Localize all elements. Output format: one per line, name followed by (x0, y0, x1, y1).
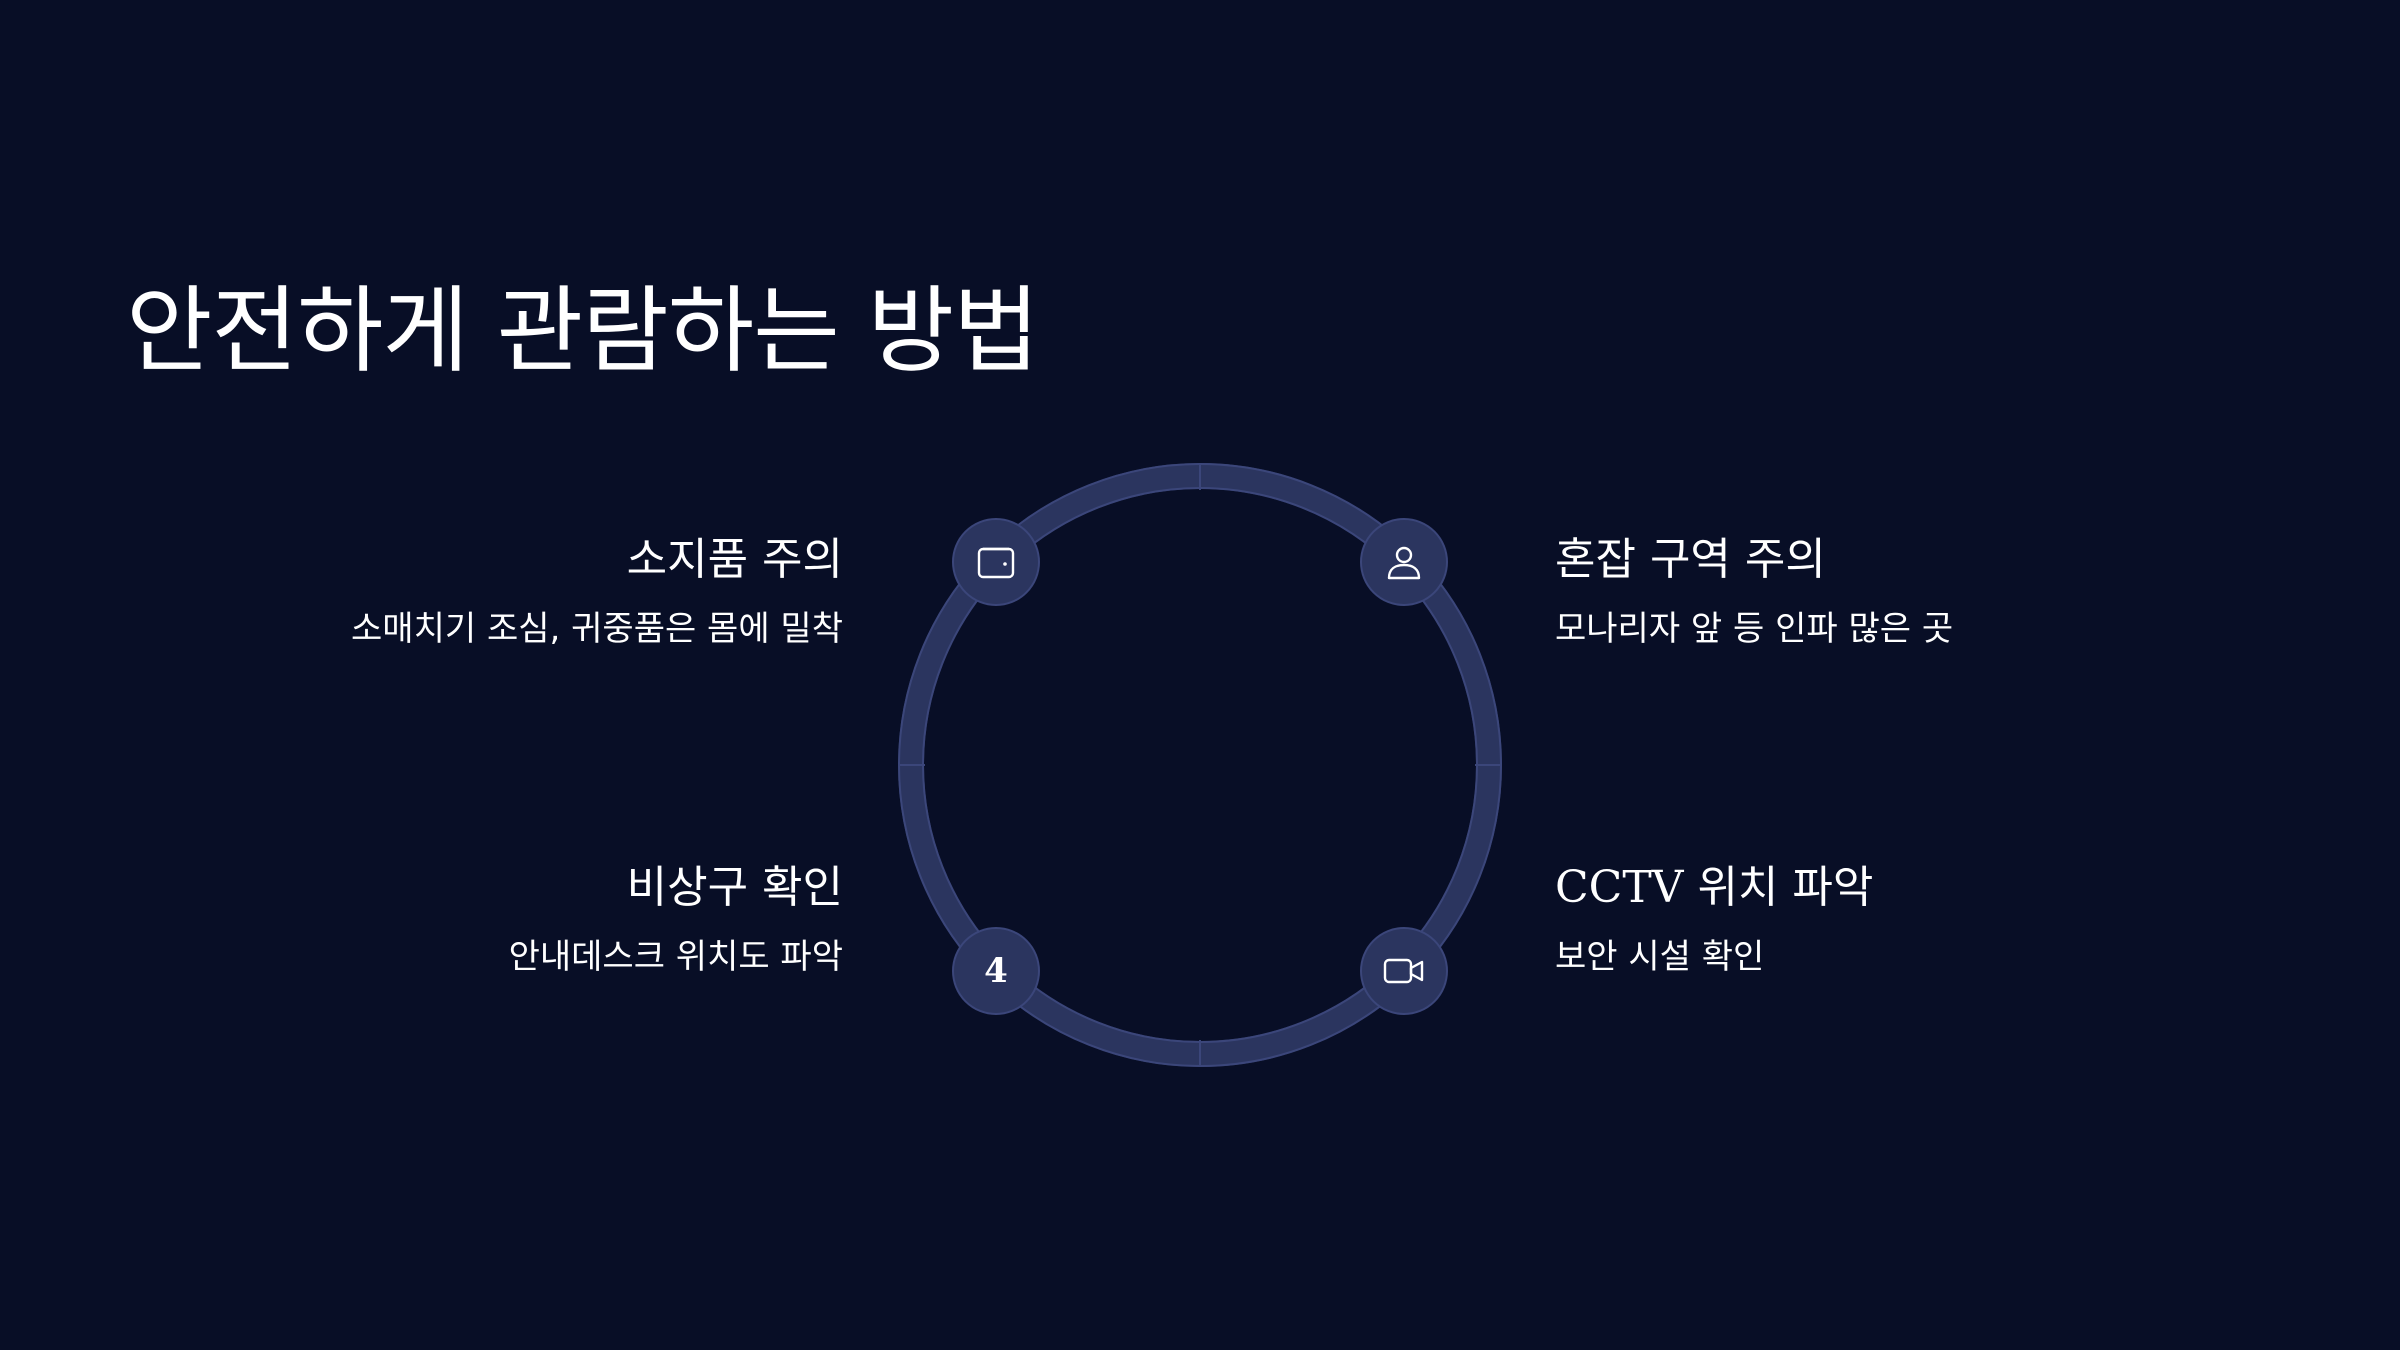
slide-title: 안전하게 관람하는 방법 (126, 277, 1040, 386)
tip-title: 비상구 확인 (626, 862, 843, 913)
tip-description: 소매치기 조심, 귀중품은 몸에 밀착 (351, 608, 843, 649)
tip-emergency-exit: 비상구 확인 안내데스크 위치도 파악 (509, 862, 843, 978)
wallet-icon (952, 518, 1040, 606)
tip-description: 보안 시설 확인 (1555, 936, 1765, 977)
number-four-glyph: 4 (984, 951, 1008, 991)
tip-title: 소지품 주의 (626, 534, 843, 585)
person-icon (1360, 518, 1448, 606)
tip-cctv: CCTV 위치 파악 보안 시설 확인 (1555, 862, 1873, 978)
tip-description: 안내데스크 위치도 파악 (508, 936, 843, 977)
tip-crowded-areas: 혼잡 구역 주의 모나리자 앞 등 인파 많은 곳 (1555, 534, 1953, 650)
tip-description: 모나리자 앞 등 인파 많은 곳 (1555, 608, 1954, 649)
number-four-icon: 4 (952, 927, 1040, 1015)
tip-title: CCTV 위치 파악 (1555, 862, 1874, 913)
tip-belongings: 소지품 주의 소매치기 조심, 귀중품은 몸에 밀착 (351, 534, 843, 650)
video-camera-icon (1360, 927, 1448, 1015)
tip-title: 혼잡 구역 주의 (1555, 534, 1826, 585)
